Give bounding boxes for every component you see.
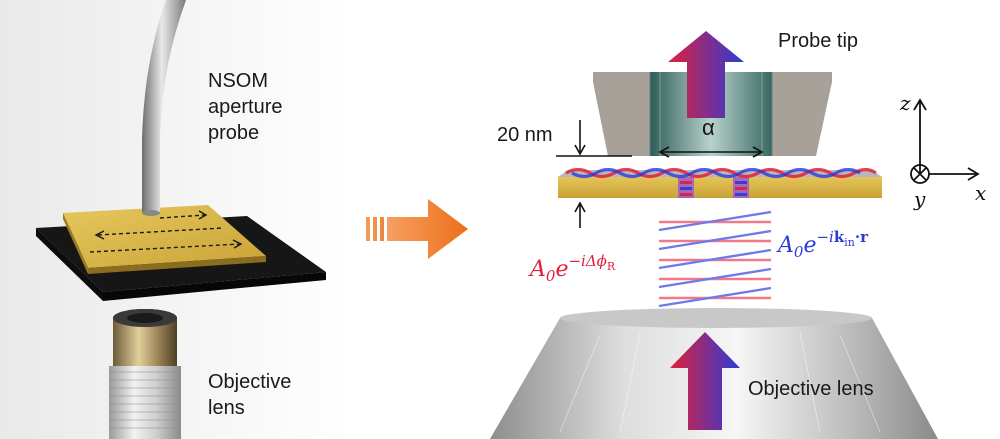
left-panel: NSOM aperture probe Objective lens: [0, 0, 350, 439]
nsom-aperture-probe: [142, 0, 186, 212]
gold-sample: [63, 205, 266, 268]
probe-label-line3: probe: [208, 122, 259, 144]
coordinate-axes: [910, 98, 980, 184]
right-panel: α 20 nm: [490, 30, 986, 439]
transition-arrow: [366, 199, 468, 259]
scan-path-arrows: [89, 210, 243, 253]
gold-film: [558, 167, 882, 198]
probe-label-line2: aperture: [208, 96, 283, 118]
objective-lens-left: [109, 309, 181, 439]
probe-tip-label: Probe tip: [778, 30, 858, 52]
interference-waves: [658, 210, 772, 308]
incident-light-arrow: [670, 332, 740, 430]
axis-y-label: y: [913, 187, 926, 211]
probe-label-line1: NSOM: [208, 70, 268, 92]
objective-label-line1: Objective: [208, 371, 291, 393]
gap-label: 20 nm: [497, 124, 553, 146]
objective-label-line2: lens: [208, 397, 245, 419]
transmitted-light-arrow: [668, 31, 744, 118]
gap-marker: [556, 120, 632, 228]
reference-wave-formula: A0e−iΔϕR: [528, 252, 616, 285]
y-axis-into-page-icon: [910, 164, 930, 184]
incident-wave-formula: A0e−ikin·r: [776, 228, 869, 261]
aperture-alpha-label: α: [702, 115, 715, 140]
aperture-width-marker: [658, 146, 764, 158]
objective-lens-label: Objective lens: [748, 378, 874, 400]
axis-x-label: x: [975, 181, 986, 205]
axis-z-label: z: [899, 91, 911, 115]
